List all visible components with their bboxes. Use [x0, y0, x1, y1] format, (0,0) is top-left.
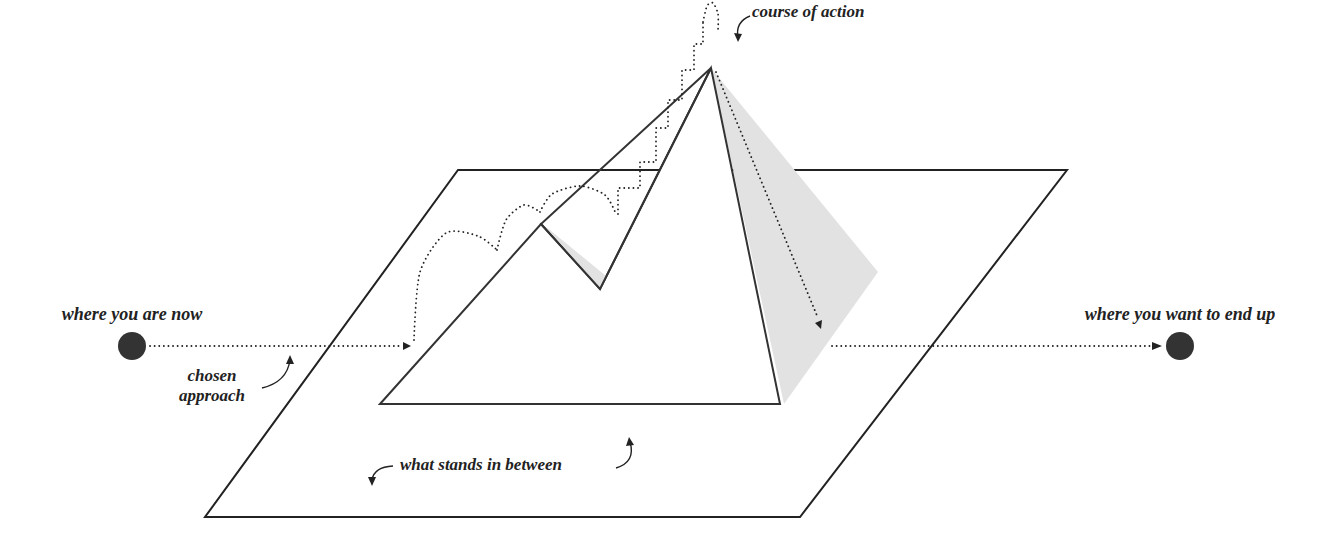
- arrow-head: [286, 355, 294, 364]
- point-label: where you want to end up: [1085, 304, 1276, 326]
- arrow-head: [403, 342, 411, 350]
- point-label: where you are now: [62, 304, 203, 326]
- leader-line: [616, 442, 631, 468]
- annotation-label: chosen approach: [164, 366, 260, 407]
- valley-shadow: [545, 226, 606, 289]
- annotation-label: course of action: [752, 2, 864, 22]
- mountain-ridge: [541, 68, 711, 289]
- arrow-head: [626, 437, 634, 446]
- mountain: [380, 68, 780, 404]
- annotation-label: what stands in between: [400, 455, 562, 475]
- arrow-head: [368, 477, 376, 486]
- end-dot: where you want to end up: [1166, 332, 1194, 360]
- leader-heads: [286, 33, 742, 486]
- arrow-head: [815, 320, 822, 329]
- leader-lines: [262, 16, 750, 480]
- dotted-route: [150, 3, 1162, 346]
- arrow-head: [734, 33, 742, 42]
- end-dot: where you are now: [118, 332, 146, 360]
- leader-line: [262, 360, 290, 388]
